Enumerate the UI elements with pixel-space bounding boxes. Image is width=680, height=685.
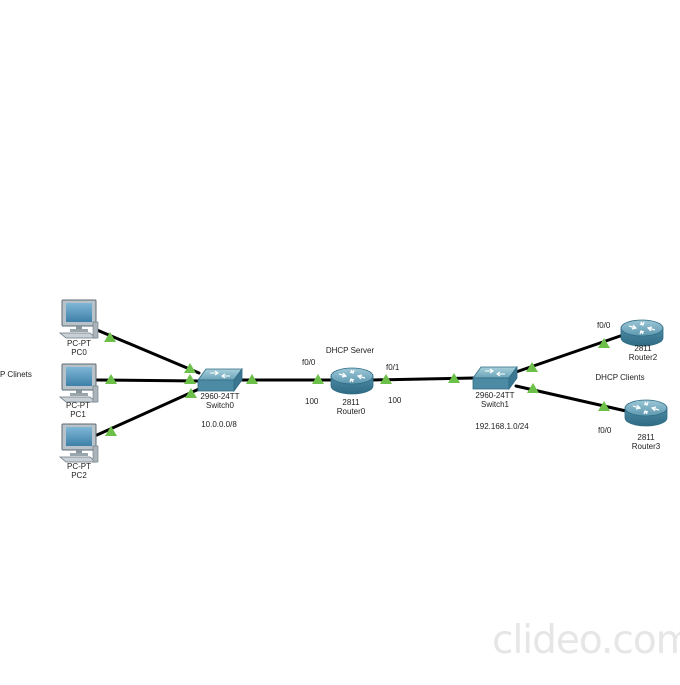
pc2-icon[interactable] <box>58 423 99 463</box>
pc1-model: PC-PT <box>66 401 90 410</box>
status-up-icon <box>184 363 196 373</box>
dhcp-server-note: DHCP Server <box>325 346 375 355</box>
network-left-note: 10.0.0.0/8 <box>201 420 237 429</box>
status-up-icon <box>185 388 197 398</box>
pc0-icon[interactable] <box>58 299 99 339</box>
link-pc0-switch0[interactable] <box>95 328 201 375</box>
router3-icon[interactable] <box>624 399 668 427</box>
status-up-icon <box>312 374 324 384</box>
switch0-icon[interactable] <box>197 367 243 393</box>
pc2-name: PC2 <box>71 471 87 480</box>
switch1-model: 2960-24TT <box>475 391 515 400</box>
network-right-note: 192.168.1.0/24 <box>475 422 529 431</box>
pc2-model: PC-PT <box>67 462 91 471</box>
router2-model: 2811 <box>634 344 652 353</box>
router0-f00-label: f0/0 <box>302 358 316 367</box>
link-status-indicators <box>104 332 610 436</box>
router0-right-vlan-label: 100 <box>388 396 402 405</box>
switch0-model: 2960-24TT <box>200 392 240 401</box>
pc0-label: PC-PT PC0 <box>67 339 91 357</box>
switch1-icon[interactable] <box>472 365 518 391</box>
pc1-icon[interactable] <box>58 363 99 403</box>
router3-name: Router3 <box>631 442 661 451</box>
router0-left-vlan-label: 100 <box>305 397 319 406</box>
link-switch1-router2[interactable] <box>514 332 628 374</box>
status-up-icon <box>105 374 117 384</box>
switch0-name: Switch0 <box>205 401 235 410</box>
router2-icon[interactable] <box>620 319 664 347</box>
status-up-icon <box>598 401 610 411</box>
router3-label: 2811 Router3 <box>632 433 660 451</box>
router2-label: 2811 Router2 <box>629 344 657 362</box>
status-up-icon <box>527 383 539 393</box>
pc2-label: PC-PT PC2 <box>67 462 91 480</box>
switch1-label: 2960-24TT Switch1 <box>475 391 514 409</box>
router3-model: 2811 <box>637 433 655 442</box>
link-pc2-switch0[interactable] <box>95 387 201 437</box>
status-up-icon <box>448 373 460 383</box>
pc0-name: PC0 <box>71 348 87 357</box>
pc1-name: PC1 <box>70 410 86 419</box>
left-clients-note: P Clinets <box>0 370 32 379</box>
pc0-model: PC-PT <box>67 339 91 348</box>
watermark: clideo.com <box>492 618 680 663</box>
router0-label: 2811 Router0 <box>337 398 365 416</box>
status-up-icon <box>184 374 196 384</box>
router0-icon[interactable] <box>330 367 374 395</box>
router3-port-label: f0/0 <box>598 426 612 435</box>
status-up-icon <box>380 374 392 384</box>
router2-name: Router2 <box>628 353 658 362</box>
status-up-icon <box>104 332 116 342</box>
switch1-name: Switch1 <box>480 400 510 409</box>
switch0-label: 2960-24TT Switch0 <box>200 392 239 410</box>
dhcp-clients-note: DHCP Clients <box>595 373 645 382</box>
router0-f01-label: f0/1 <box>386 363 400 372</box>
router0-model: 2811 <box>342 398 360 407</box>
status-up-icon <box>526 362 538 372</box>
status-up-icon <box>598 338 610 348</box>
pc1-label: PC-PT PC1 <box>66 401 90 419</box>
router0-name: Router0 <box>336 407 366 416</box>
status-up-icon <box>246 374 258 384</box>
router2-port-label: f0/0 <box>597 321 611 330</box>
status-up-icon <box>105 426 117 436</box>
